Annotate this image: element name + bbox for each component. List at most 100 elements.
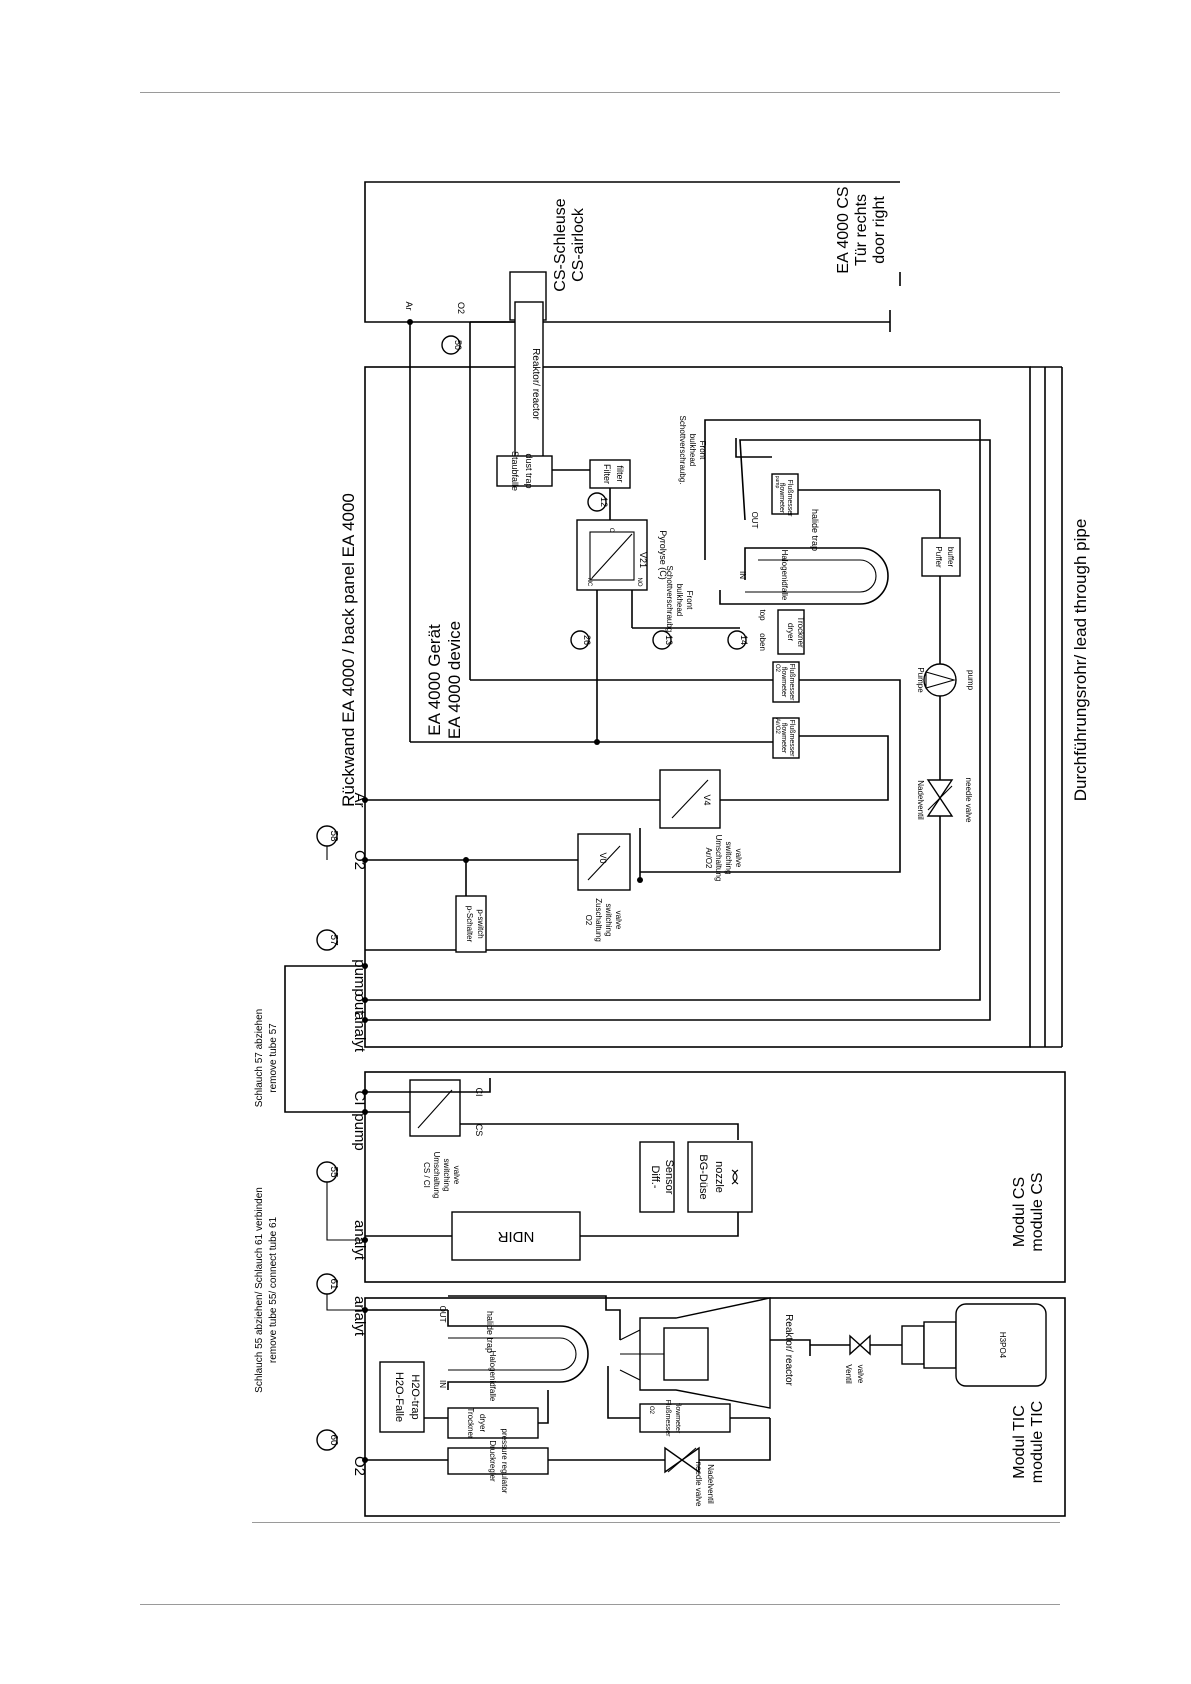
pump-arrow	[925, 671, 957, 689]
door-title-3: door right	[871, 196, 888, 264]
needle-en: needle valve	[964, 778, 973, 823]
needle-de: Nadelventil	[916, 780, 925, 820]
bulkhead-mid-3: Front	[685, 591, 694, 610]
ar-v21-junction	[594, 739, 600, 745]
ndir-to-nozzle	[580, 1210, 739, 1237]
port-50: 50	[453, 340, 463, 350]
needle-valve-arrow	[927, 785, 953, 811]
filter-en: filter	[615, 465, 625, 482]
v21-nc: NC	[586, 578, 592, 587]
dust-trap-en: dust trap	[524, 453, 534, 488]
ndir-label: NDIR	[498, 1228, 535, 1245]
module-cs-title-1: Modul CS	[1011, 1177, 1028, 1247]
pump-en: pump	[966, 670, 975, 691]
tube57-note-2: remove tube 57	[268, 1023, 279, 1093]
tic-reactor-arm-a	[619, 1329, 641, 1341]
bg-nozzle-1: BG-Düse	[697, 1154, 709, 1199]
dryer-box	[777, 609, 805, 655]
o2add-4: valve	[614, 911, 623, 930]
tic-fm-en: flowmeter	[674, 1403, 681, 1434]
filter-de: Filter	[602, 464, 612, 484]
pressure-en: pressure regulator	[500, 1429, 509, 1494]
tic-reactor-to-valve	[770, 1339, 811, 1356]
cs-ci-3: switching	[442, 1159, 451, 1192]
port-50-circle	[441, 335, 461, 355]
bulkhead-mid-1: Schottverschraubg.	[665, 566, 674, 635]
tic-fm-gas: O2	[648, 1406, 654, 1415]
tic-dryer-en: dryer	[478, 1414, 487, 1433]
back-panel-title: Rückwand EA 4000 / back panel EA 4000	[339, 493, 358, 807]
o2add-2: Zuschaltung	[594, 898, 603, 942]
h3po4-label: H3PO4	[998, 1332, 1007, 1359]
diff-sensor-box	[639, 1141, 675, 1213]
halide-en: halide trap	[810, 509, 820, 551]
tic-reactor-label: Reaktor/ reactor	[783, 1314, 794, 1386]
bg-nozzle-box	[687, 1141, 753, 1213]
h2o-trap-box	[379, 1361, 425, 1433]
port-14: 14	[739, 635, 749, 645]
buffer-box	[921, 537, 961, 577]
tic-dryer-de: Trockner	[466, 1407, 475, 1439]
sw-aro2-2: Umschaltung	[714, 835, 723, 882]
airlock-title-2: CS-airlock	[570, 207, 587, 282]
sw-aro2-4: valve	[734, 849, 743, 868]
port-60-circle	[316, 1429, 338, 1451]
ar-junction	[407, 319, 413, 325]
bg-nozzle-2: nozzle	[713, 1161, 725, 1193]
port-58: 58	[328, 830, 339, 842]
halide-trap-inner	[745, 559, 877, 593]
fm-pump-de: Flußmesser	[786, 480, 793, 518]
cs-port-pump: pump	[351, 1113, 368, 1151]
bulkhead-mid-2: bulkhead	[675, 584, 684, 616]
port-ar-label: Ar	[351, 793, 368, 808]
tube55-note-2: remove tube 55/ connect tube 61	[268, 1216, 279, 1363]
port-13: 13	[664, 635, 674, 645]
dryer-oben: oben	[758, 633, 767, 651]
tube-61	[326, 1294, 365, 1311]
tic-reactor-neck	[663, 1327, 709, 1381]
module-tic-frame	[364, 1297, 1066, 1517]
halide-de: Halogenidfalle	[780, 550, 789, 601]
fm-aro2-de: Flußmesser	[788, 720, 795, 758]
v0-label: V0	[598, 852, 608, 863]
bulkhead-top-1: Schottverschraubg.	[678, 416, 687, 485]
tic-needle-de: Nadelventil	[706, 1464, 715, 1504]
fm-o2-de: Flußmesser	[788, 664, 795, 702]
module-cs-title-2: module CS	[1029, 1172, 1046, 1251]
back-panel-frame	[364, 366, 1031, 1048]
tic-valve-b	[858, 1334, 871, 1356]
analyt-line	[365, 439, 991, 1021]
tic-port-analyt: analyt	[351, 1296, 368, 1337]
dust-trap-de: Staubfalle	[510, 451, 520, 491]
fm-pump-box	[771, 473, 799, 515]
tic-halide-outer	[447, 1310, 589, 1390]
port-out-dot	[362, 997, 368, 1003]
tic-dryer-box	[447, 1407, 539, 1439]
pressure-de: Druckregler	[488, 1440, 497, 1482]
port-26: 26	[582, 635, 592, 645]
needle-valve-top	[926, 779, 954, 800]
tube-55	[326, 1182, 365, 1241]
cs-ci-valve-box	[409, 1079, 461, 1137]
halide-out: OUT	[750, 512, 759, 529]
pump-de: Pumpe	[916, 667, 925, 693]
port-57-circle	[316, 929, 338, 951]
port-o2-dot	[362, 857, 368, 863]
port-57: 57	[328, 934, 339, 946]
o2add-3: switching	[604, 904, 613, 937]
v21-inner	[589, 531, 635, 581]
reactor-box	[514, 301, 544, 465]
diff-sensor-1: Diff.-	[649, 1165, 661, 1188]
tube55-note-1: Schlauch 55 abziehen/ Schlauch 61 verbin…	[254, 1187, 265, 1393]
cs-ci-1: CS / CI	[422, 1162, 431, 1188]
v21-c: C	[608, 528, 614, 533]
pump-symbol	[923, 663, 957, 697]
ar-top-label: Ar	[404, 302, 414, 311]
dryer-de: Trockner	[796, 616, 805, 648]
cs-ci-2: Umschaltung	[432, 1152, 441, 1199]
tic-reactor-arm-b	[619, 1369, 641, 1381]
port-61: 61	[328, 1278, 339, 1290]
port-ar-dot	[362, 797, 368, 803]
v21-switch	[591, 533, 633, 579]
device-title-de: EA 4000 Gerät	[425, 624, 444, 736]
